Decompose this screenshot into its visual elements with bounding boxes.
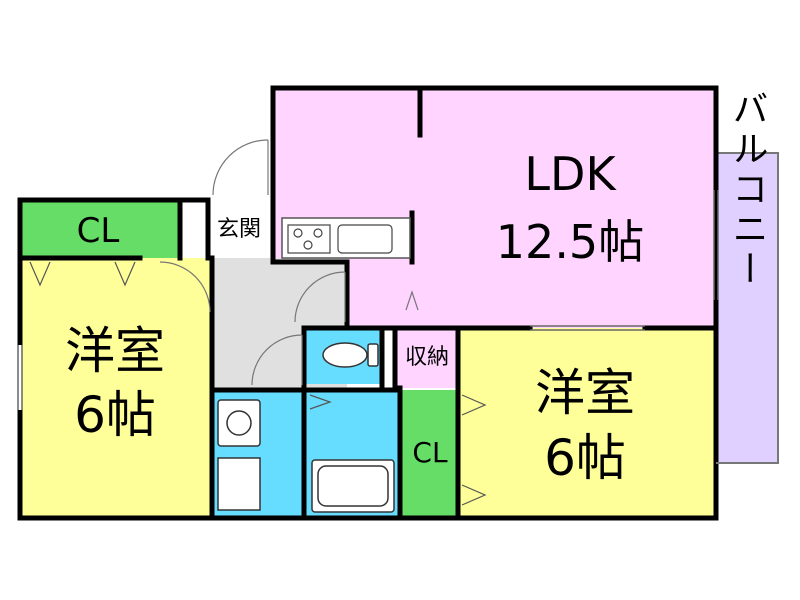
entrance bbox=[208, 200, 273, 258]
western-room-left bbox=[20, 258, 212, 518]
bathtub-icon bbox=[311, 459, 395, 513]
closet-right-label: CL bbox=[412, 436, 448, 469]
western-room-right-label: 洋室 bbox=[535, 364, 635, 422]
folding-door-icon bbox=[29, 261, 487, 506]
toilet-icon bbox=[322, 342, 379, 368]
walls bbox=[17, 85, 719, 521]
balcony bbox=[715, 152, 779, 464]
storage-label: 収納 bbox=[405, 345, 449, 370]
kitchen-counter bbox=[281, 217, 411, 259]
western-room-right-size: 6帖 bbox=[544, 429, 626, 487]
sink-icon bbox=[217, 399, 261, 511]
door-swing-icon bbox=[159, 139, 419, 386]
entrance-label: 玄関 bbox=[217, 217, 261, 242]
ldk-size: 12.5帖 bbox=[496, 215, 644, 269]
western-room-right bbox=[458, 328, 716, 518]
kitchen-sink-icon bbox=[337, 224, 393, 254]
ldk-label: LDK bbox=[524, 147, 617, 201]
western-room-left-label: 洋室 bbox=[65, 322, 165, 380]
closet-top-left-label: CL bbox=[77, 211, 120, 251]
windows bbox=[17, 190, 719, 410]
closet-right bbox=[400, 390, 458, 518]
balcony-label: バルコニー bbox=[727, 90, 768, 290]
western-room-left-size: 6帖 bbox=[74, 386, 156, 444]
closet-top-left bbox=[20, 200, 180, 258]
storage-room bbox=[395, 328, 458, 388]
